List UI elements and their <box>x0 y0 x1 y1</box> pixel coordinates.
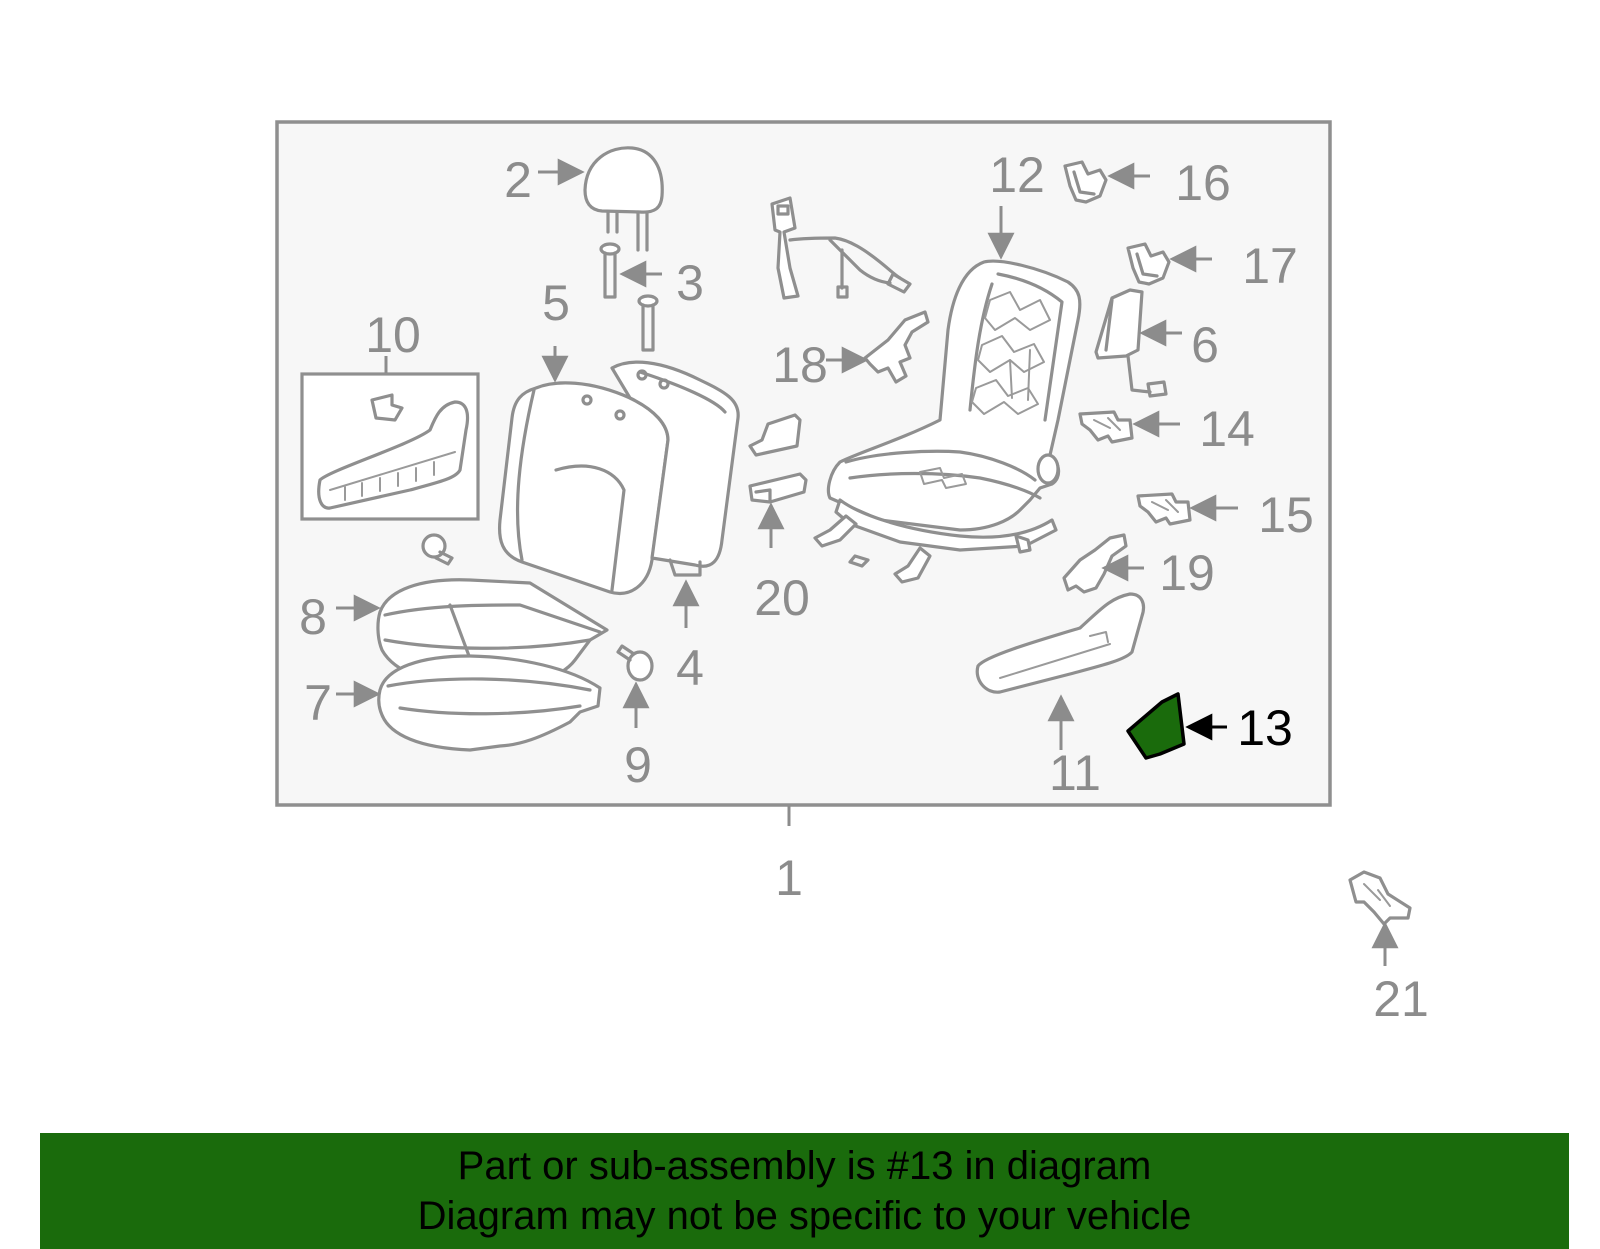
callout-4: 4 <box>676 640 704 696</box>
callout-3: 3 <box>676 255 704 311</box>
seat-parts-diagram: 1 2 3 4 5 6 7 8 9 10 11 12 13 14 15 16 1… <box>275 120 1429 1027</box>
info-banner: Part or sub-assembly is #13 in diagram D… <box>40 1133 1569 1249</box>
callout-10: 10 <box>365 307 421 363</box>
callout-1: 1 <box>775 850 803 906</box>
part-16-cover <box>1063 160 1108 204</box>
part-13-highlighted <box>1126 692 1186 760</box>
callout-12: 12 <box>989 147 1045 203</box>
part-4-seat-back-pad <box>610 360 740 577</box>
seat-belt-buckle-harness <box>770 196 912 300</box>
part-11-side-shield <box>975 592 1146 694</box>
part-17-cover <box>1126 242 1171 286</box>
part-2-headrest <box>583 146 664 252</box>
adjuster-knob-cover <box>748 413 802 457</box>
part-10-side-shield <box>317 393 470 510</box>
callout-2: 2 <box>504 152 532 208</box>
callout-14: 14 <box>1199 401 1255 457</box>
part-20-knob <box>748 472 808 504</box>
callout-5: 5 <box>542 275 570 331</box>
part-15-bracket <box>1136 492 1192 526</box>
callout-13: 13 <box>1237 700 1293 756</box>
part-12-seat-frame <box>813 259 1082 584</box>
callout-9: 9 <box>624 737 652 793</box>
part-18-bracket <box>863 310 930 384</box>
part-9-clip <box>616 644 654 682</box>
part-3-headrest-guides <box>599 242 659 352</box>
callout-7: 7 <box>304 675 332 731</box>
part-6-side-airbag <box>1094 288 1168 398</box>
callout-8: 8 <box>299 589 327 645</box>
banner-disclaimer: Diagram may not be specific to your vehi… <box>417 1194 1192 1238</box>
part-21-bracket <box>1348 870 1412 926</box>
callout-16: 16 <box>1175 155 1231 211</box>
part-14-bracket <box>1078 410 1134 444</box>
part-7-seat-cushion-pad <box>377 654 602 752</box>
callout-17: 17 <box>1242 238 1298 294</box>
callout-6: 6 <box>1191 317 1219 373</box>
callout-18: 18 <box>772 337 828 393</box>
callout-20: 20 <box>754 570 810 626</box>
callout-15: 15 <box>1258 487 1314 543</box>
part-5-seat-back-cover <box>497 381 670 595</box>
clip-fastener <box>421 533 454 566</box>
banner-part-message: Part or sub-assembly is #13 in diagram <box>457 1144 1152 1188</box>
callout-21: 21 <box>1373 971 1429 1027</box>
callout-11: 11 <box>1049 745 1101 801</box>
callout-19: 19 <box>1159 545 1215 601</box>
